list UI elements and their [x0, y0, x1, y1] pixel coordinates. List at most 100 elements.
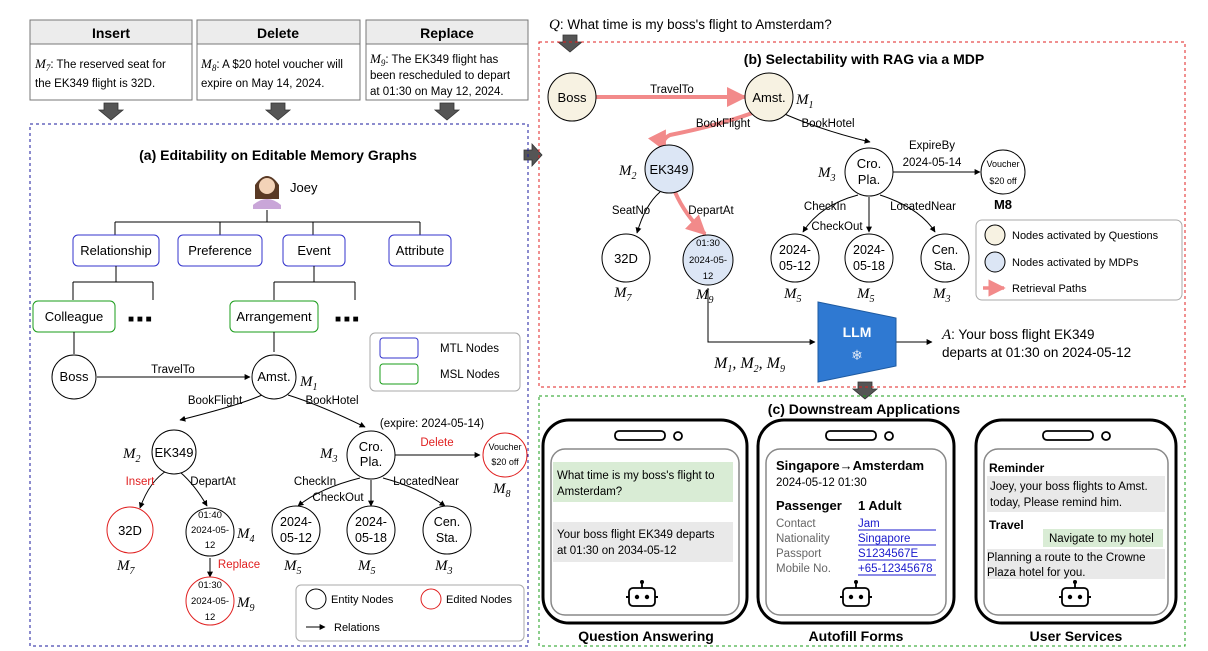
op-insert-box: Insert M7: The reserved seat for the EK3… [29, 19, 193, 101]
form-field-mobile-label: Mobile No. [776, 563, 831, 575]
a-node-cro-pla: Cro. Pla. [346, 430, 396, 480]
a-label-m9: M9 [236, 595, 255, 614]
svg-text:MTL Nodes: MTL Nodes [440, 343, 499, 355]
mtl-relationship: Relationship [80, 243, 152, 258]
svg-text:M8: A $20 hotel voucher will: M8: A $20 hotel voucher will [200, 56, 343, 73]
a-edge-locatednear: LocatedNear [393, 476, 459, 488]
b-edge-expireby: ExpireBy [909, 140, 955, 152]
panel-b-title: (b) Selectability with RAG via a MDP [744, 51, 984, 67]
a-label-m4: M4 [236, 526, 255, 545]
b-label-m9: M9 [695, 287, 714, 306]
qa-question-line1: What time is my boss's flight to [557, 470, 715, 482]
svg-text:Voucher: Voucher [986, 159, 1019, 169]
a-node-checkin: 2024- 05-12 [271, 505, 321, 555]
a-label-m3b: M3 [434, 558, 453, 577]
svg-text:Retrieval Paths: Retrieval Paths [1012, 283, 1087, 295]
svg-text:Boss: Boss [558, 90, 587, 105]
svg-text:Nodes activated by MDPs: Nodes activated by MDPs [1012, 257, 1139, 269]
services-route-line2: Plaza hotel for you. [987, 567, 1085, 579]
a-edge-expire: (expire: 2024-05-14) [380, 418, 484, 430]
b-label-m3: M3 [817, 165, 836, 184]
form-adult: 1 Adult [858, 498, 902, 513]
a-to-b-arrow [523, 142, 543, 168]
form-passenger: Passenger [776, 498, 842, 513]
svg-text:05-18: 05-18 [355, 531, 387, 545]
b-label-m1: M1 [795, 92, 814, 111]
services-reminder-line2: today, Please remind him. [990, 497, 1122, 509]
services-route-line1: Planning a route to the Crowne [987, 552, 1146, 564]
svg-text:$20 off: $20 off [491, 457, 519, 467]
svg-text:32D: 32D [118, 523, 142, 538]
qa-question-line2: Amsterdam? [557, 486, 622, 498]
svg-text:Entity Nodes: Entity Nodes [331, 594, 394, 606]
llm-inputs: M1, M2, M9 [713, 355, 785, 375]
form-field-mobile-value: +65-12345678 [858, 563, 933, 575]
snowflake-icon: ❄ [851, 347, 863, 363]
phone-user-services: Reminder Joey, your boss flights to Amst… [974, 418, 1178, 625]
mtl-tree-lines [114, 210, 421, 235]
user-name: Joey [290, 180, 318, 195]
robot-icon [626, 580, 658, 607]
panel-b-border [538, 41, 1186, 388]
svg-text:expire on May 14, 2024.: expire on May 14, 2024. [201, 78, 324, 90]
a-node-cen-sta: Cen. Sta. [422, 505, 472, 555]
a-edge-travelto: TravelTo [151, 364, 195, 376]
svg-text:Cro.: Cro. [359, 439, 384, 454]
b-legend: Nodes activated by Questions Nodes activ… [975, 219, 1183, 301]
svg-text:2024-05-: 2024-05- [191, 525, 229, 536]
a-edge-bookhotel: BookHotel [305, 395, 358, 407]
svg-text:been rescheduled to depart: been rescheduled to depart [370, 70, 511, 82]
panel-c-title: (c) Downstream Applications [768, 401, 961, 417]
svg-text:the EK349 flight is 32D.: the EK349 flight is 32D. [35, 78, 155, 90]
b-node-amst: Amst. [744, 72, 794, 122]
b-edge-checkin: CheckIn [804, 201, 846, 213]
svg-text:Edited Nodes: Edited Nodes [446, 594, 513, 606]
svg-text:Cen.: Cen. [932, 243, 958, 257]
qa-answer-line1: Your boss flight EK349 departs [557, 529, 715, 541]
a-node-32d: 32D [106, 506, 154, 554]
svg-text:Amst.: Amst. [752, 90, 785, 105]
svg-text:12: 12 [205, 612, 216, 623]
op-delete-box: Delete M8: A $20 hotel voucher will expi… [196, 19, 361, 101]
svg-text:Pla.: Pla. [360, 454, 382, 469]
b-label-m5b: M5 [856, 286, 875, 305]
robot-icon [840, 580, 872, 607]
form-datetime: 2024-05-12 01:30 [776, 477, 867, 489]
a-edge-departat: DepartAt [190, 476, 236, 488]
b-node-cro-pla: Cro. Pla. [844, 147, 894, 197]
svg-text:Sta.: Sta. [934, 259, 956, 273]
b-label-m5a: M5 [783, 286, 802, 305]
form-field-passport-label: Passport [776, 548, 822, 560]
svg-text:at 01:30 on May 12, 2024.: at 01:30 on May 12, 2024. [370, 86, 504, 98]
op-replace-header: Replace [420, 25, 474, 41]
a-edge-checkout: CheckOut [312, 492, 364, 504]
a-node-voucher: Voucher $20 off [482, 432, 528, 478]
svg-text:Nodes activated by Questions: Nodes activated by Questions [1012, 230, 1159, 242]
op-down-arrows [97, 34, 879, 400]
svg-text:2024-: 2024- [355, 515, 387, 529]
a-node-ek349: EK349 [151, 429, 197, 475]
caption-user-services: User Services [1030, 628, 1123, 644]
b-edge-seatno: SeatNo [612, 205, 650, 217]
svg-text:$20 off: $20 off [989, 176, 1017, 186]
svg-text:M7: The reserved seat for: M7: The reserved seat for [34, 56, 166, 73]
qa-answer-line2: at 01:30 on 2034-05-12 [557, 545, 677, 557]
a-label-m5a: M5 [283, 558, 302, 577]
a-edge-insert: Insert [126, 476, 156, 488]
mtl-event: Event [297, 243, 331, 258]
b-label-m2: M2 [618, 163, 637, 182]
mtl-nodes: Relationship Preference Event Attribute [72, 234, 452, 267]
op-delete-header: Delete [257, 25, 299, 41]
b-edge-bookhotel: BookHotel [801, 118, 854, 130]
svg-text:Voucher: Voucher [488, 442, 521, 452]
b-node-voucher: Voucher $20 off [980, 149, 1026, 195]
svg-text:2024-05-: 2024-05- [191, 596, 229, 607]
msl-colleague: Colleague [45, 309, 104, 324]
panel-a-border [29, 123, 529, 647]
services-reminder-title: Reminder [989, 461, 1045, 475]
panel-a-title: (a) Editability on Editable Memory Graph… [139, 147, 417, 163]
a-label-m2: M2 [122, 446, 141, 465]
answer-line-1: A: Your boss flight EK349 [941, 327, 1095, 343]
a-node-amst: Amst. [251, 354, 297, 400]
b-label-m3b: M3 [932, 286, 951, 305]
